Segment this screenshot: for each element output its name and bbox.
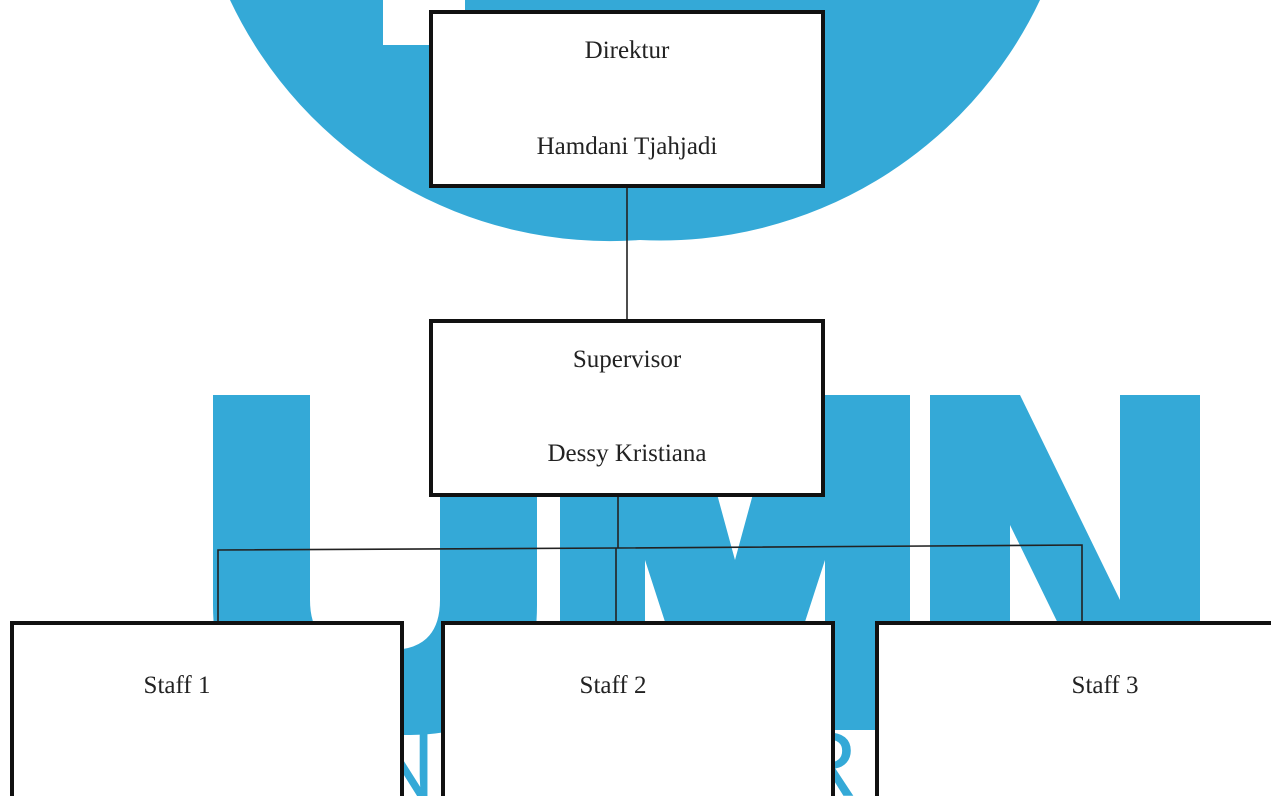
node-direktur-person: Hamdani Tjahjadi <box>536 133 718 160</box>
node-staff-3-role: Staff 3 <box>1071 672 1139 699</box>
node-staff-1: Staff 1 <box>10 621 404 796</box>
node-supervisor-role: Supervisor <box>572 346 682 373</box>
node-staff-1-role: Staff 1 <box>143 672 211 699</box>
node-supervisor-person: Dessy Kristiana <box>547 440 707 467</box>
node-supervisor: Supervisor Dessy Kristiana <box>429 319 825 497</box>
node-staff-3: Staff 3 <box>875 621 1271 796</box>
node-direktur-role: Direktur <box>584 37 670 64</box>
connector-horizontal-bus <box>217 544 1083 621</box>
node-staff-2: Staff 2 <box>441 621 835 796</box>
node-direktur: Direktur Hamdani Tjahjadi <box>429 10 825 188</box>
node-staff-2-role: Staff 2 <box>579 672 647 699</box>
